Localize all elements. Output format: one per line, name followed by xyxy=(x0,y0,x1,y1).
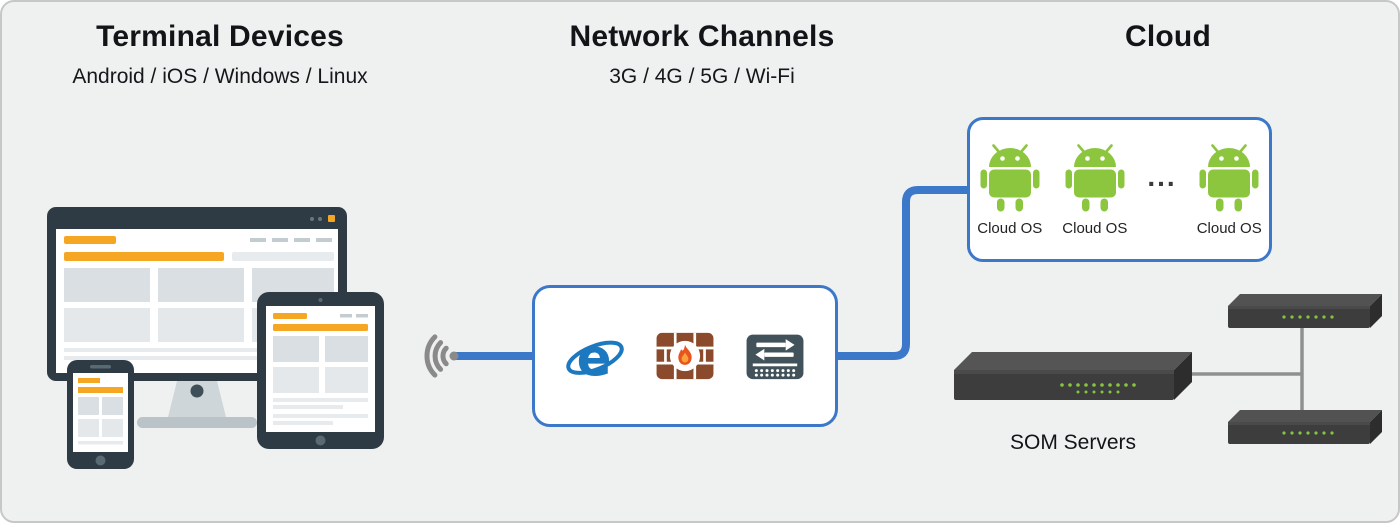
rack-server-small-icon xyxy=(1228,410,1382,444)
terminal-devices-header: Terminal Devices Android / iOS / Windows… xyxy=(30,20,410,89)
internet-explorer-icon: e xyxy=(566,329,624,388)
firewall-icon xyxy=(656,332,714,380)
smartphone-icon xyxy=(67,360,134,469)
network-channels-box: e xyxy=(532,285,838,427)
cloud-os-box: Cloud OS Cloud OS ... xyxy=(967,117,1272,262)
terminal-devices-illustration xyxy=(47,207,384,469)
android-robot-icon xyxy=(1065,143,1125,211)
android-robot-icon xyxy=(1199,143,1259,211)
cloud-os-label: Cloud OS xyxy=(1196,219,1262,237)
cloud-os-instance: Cloud OS xyxy=(1062,143,1127,237)
ellipsis-text: ... xyxy=(1147,160,1177,192)
network-channels-subtitle: 3G / 4G / 5G / Wi-Fi xyxy=(609,65,795,88)
terminal-devices-subtitle: Android / iOS / Windows / Linux xyxy=(72,65,368,88)
som-server-large-icon xyxy=(954,352,1192,400)
network-channels-title: Network Channels xyxy=(569,20,835,53)
cloud-title: Cloud xyxy=(1125,20,1211,53)
cloud-header: Cloud xyxy=(1042,20,1294,54)
network-to-cloud-line xyxy=(832,186,974,360)
tablet-icon xyxy=(257,292,384,449)
wifi-icon xyxy=(424,334,459,378)
rack-server-small-icon xyxy=(1228,294,1382,328)
network-channels-header: Network Channels 3G / 4G / 5G / Wi-Fi xyxy=(512,20,892,89)
android-robot-icon xyxy=(980,143,1040,211)
cloud-os-instance: Cloud OS xyxy=(977,143,1042,237)
svg-text:e: e xyxy=(577,329,612,388)
cloud-os-label: Cloud OS xyxy=(1062,219,1128,237)
cloud-os-label: Cloud OS xyxy=(977,219,1043,237)
som-servers-label: SOM Servers xyxy=(1009,431,1137,454)
terminal-devices-title: Terminal Devices xyxy=(96,20,344,53)
cloud-os-instance: Cloud OS xyxy=(1197,143,1262,237)
network-switch-icon xyxy=(746,334,804,380)
